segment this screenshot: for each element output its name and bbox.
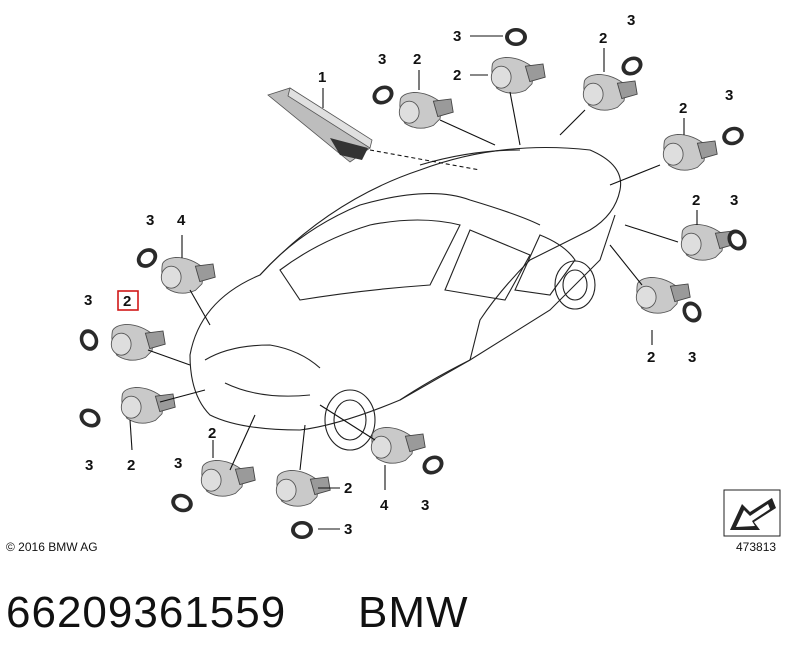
callout-2-top-center: 2: [453, 67, 461, 84]
callout-2-right-lower: 2: [647, 349, 655, 366]
ring-top-right: [617, 52, 647, 80]
callout-2-highlighted: 2: [123, 293, 131, 310]
ring-bottom-left: [168, 490, 196, 516]
sensor-left-lower: [120, 386, 176, 424]
callout-2-right-middle: 2: [692, 192, 700, 209]
callout-3-bottom-left: 3: [174, 455, 182, 472]
callout-3-right-upper: 3: [725, 87, 733, 104]
ring-left-lower: [75, 404, 105, 432]
part-number: 66209361559: [6, 588, 287, 637]
callout-3-right-middle: 3: [730, 192, 738, 209]
sensor-bottom-right: [370, 426, 426, 464]
callout-2-top-right: 2: [599, 30, 607, 47]
ring-top-left: [368, 81, 398, 109]
callout-4-left-upper: 4: [177, 212, 186, 229]
callout-2-bottom-center: 2: [344, 480, 352, 497]
direction-arrow-box: [723, 489, 781, 537]
sensor-right-upper: [662, 133, 718, 171]
ring-right-lower: [678, 297, 706, 327]
leader-lines: [129, 35, 698, 530]
top-control-unit: [267, 87, 373, 163]
callout-3-top-left: 3: [378, 51, 386, 68]
callout-4-bottom-right: 4: [380, 497, 389, 514]
brand-name: BMW: [358, 588, 469, 637]
ring-left-upper: [132, 244, 162, 272]
callout-3-bottom-center: 3: [344, 521, 352, 538]
callout-2-left-lower: 2: [127, 457, 135, 474]
diagram-number: 473813: [736, 540, 777, 554]
highlight-box: [117, 290, 139, 311]
callout-3-bottom-right: 3: [421, 497, 429, 514]
sensor-top-right: [582, 73, 638, 111]
ring-bottom-center: [291, 521, 313, 539]
callout-3-left-lower: 3: [85, 457, 93, 474]
callout-2-top-left: 2: [413, 51, 421, 68]
sensor-left-highlighted: [110, 323, 166, 361]
ring-right-middle: [723, 225, 751, 255]
sensor-right-middle: [680, 223, 736, 261]
callout-3-top-center: 3: [453, 28, 461, 45]
ring-bottom-right: [418, 451, 448, 479]
sensor-bottom-left: [200, 459, 256, 497]
ring-top-center: [505, 28, 527, 46]
callout-3-left-upper: 3: [146, 212, 154, 229]
sensor-right-lower: [635, 276, 691, 314]
callouts: 1 3 2 3 2 3 2 3 2 2 3 2 3 3 4 3 2 3 2 2 …: [84, 12, 738, 538]
callout-2-right-upper: 2: [679, 100, 687, 117]
callout-1: 1: [318, 69, 326, 86]
sensor-top-center: [490, 56, 546, 94]
callout-3-left-middle: 3: [84, 292, 92, 309]
car-outline: [189, 147, 622, 451]
callout-3-top-right: 3: [627, 12, 635, 29]
ring-left-middle: [76, 326, 102, 354]
copyright-text: © 2016 BMW AG: [6, 540, 98, 554]
sensor-left-upper: [160, 256, 216, 294]
ring-right-upper: [719, 123, 747, 149]
callout-3-right-lower: 3: [688, 349, 696, 366]
callout-2-bottom-left: 2: [208, 425, 216, 442]
